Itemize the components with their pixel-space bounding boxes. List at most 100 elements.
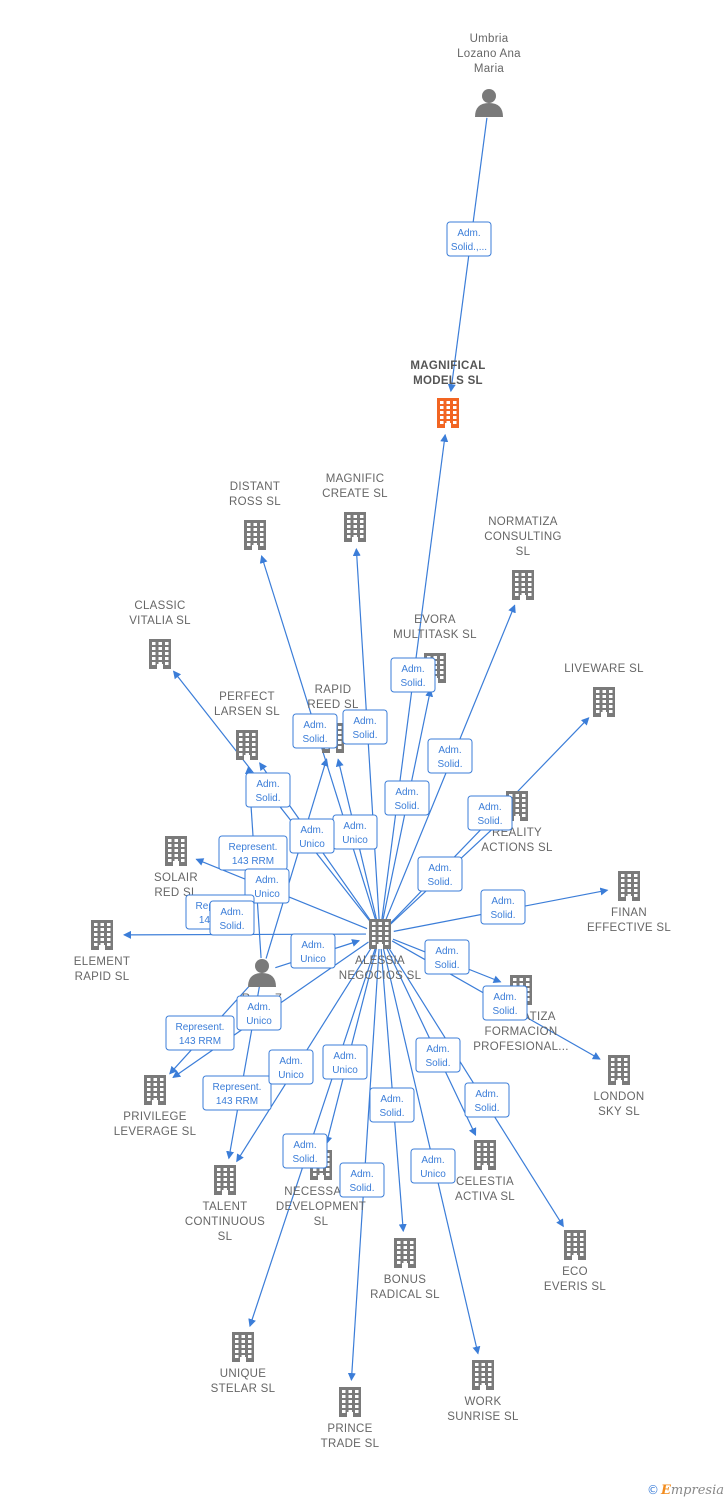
building-icon xyxy=(437,398,459,428)
relation-label[interactable]: Adm.Unico xyxy=(322,1044,368,1080)
node-label: DEVELOPMENT xyxy=(276,1201,366,1213)
relation-label[interactable]: Adm.Solid. xyxy=(390,657,436,693)
node-liveware[interactable]: LIVEWARE SL xyxy=(564,663,644,717)
relation-label[interactable]: Adm.Solid. xyxy=(417,856,463,892)
relation-label-text: Adm. xyxy=(426,1044,449,1055)
relation-label-text: Unico xyxy=(300,954,326,965)
node-label: ACTIVA SL xyxy=(455,1191,515,1203)
relation-label-box xyxy=(482,985,528,1021)
relation-label-box xyxy=(209,900,255,936)
relation-label[interactable]: Adm.Solid. xyxy=(292,713,338,749)
relation-label-box xyxy=(446,221,492,257)
relation-label[interactable]: Represent.143 RRM xyxy=(165,1015,235,1051)
copyright-symbol: © xyxy=(646,1483,659,1497)
relation-label-box xyxy=(427,738,473,774)
relation-label[interactable]: Adm.Solid. xyxy=(245,772,291,808)
relation-label-text: Solid. xyxy=(474,1103,499,1114)
node-celestia[interactable]: CELESTIA ACTIVA SL xyxy=(455,1140,515,1203)
relation-label-text: Represent. xyxy=(176,1022,225,1033)
relation-label[interactable]: Adm.Unico xyxy=(268,1049,314,1085)
relation-label-box xyxy=(244,868,290,904)
relation-label-box xyxy=(464,1082,510,1118)
relation-label[interactable]: Adm.Solid. xyxy=(480,889,526,925)
node-label: PRIVILEGE xyxy=(123,1111,186,1123)
relation-label-text: Solid. xyxy=(292,1154,317,1165)
relation-label[interactable]: Adm.Solid. xyxy=(427,738,473,774)
relation-label-text: Solid. xyxy=(477,816,502,827)
relation-label-text: Solid. xyxy=(434,960,459,971)
relation-label[interactable]: Adm.Solid. xyxy=(342,709,388,745)
relation-label[interactable]: Adm. Solid. xyxy=(424,939,470,975)
building-icon xyxy=(512,570,534,600)
relation-label-box xyxy=(282,1133,328,1169)
relation-label[interactable]: Adm.Unico xyxy=(332,814,378,850)
relation-label-text: Adm. xyxy=(380,1094,403,1105)
relation-label[interactable]: Adm.Solid. xyxy=(464,1082,510,1118)
building-icon xyxy=(236,730,258,760)
relation-label-text: Solid. xyxy=(492,1006,517,1017)
relation-label[interactable]: Adm.Unico xyxy=(410,1148,456,1184)
relation-label-text: Unico xyxy=(278,1070,304,1081)
relation-label[interactable]: Adm.Solid. xyxy=(369,1087,415,1123)
building-icon xyxy=(472,1360,494,1390)
relation-label-text: Unico xyxy=(246,1016,272,1027)
relation-label-text: Adm. xyxy=(353,716,376,727)
node-label: SOLAIR xyxy=(154,872,198,884)
building-icon xyxy=(369,919,391,949)
relation-label[interactable]: Adm.Solid.,... xyxy=(446,221,492,257)
relation-label[interactable]: Adm.Unico xyxy=(290,933,336,969)
node-label: NECESSARY xyxy=(284,1186,357,1198)
relation-label[interactable]: Adm.Solid. xyxy=(384,780,430,816)
relation-label[interactable]: Adm.Solid. xyxy=(415,1037,461,1073)
relation-label-text: Solid. xyxy=(437,759,462,770)
relation-label-text: Solid. xyxy=(349,1183,374,1194)
node-label: CONSULTING xyxy=(484,531,562,543)
empresia-watermark[interactable]: ©Empresia xyxy=(647,1483,724,1498)
relation-label-text: Adm. xyxy=(491,896,514,907)
node-label: ECO xyxy=(562,1266,588,1278)
relation-label[interactable]: Adm.Solid. xyxy=(467,795,513,831)
relation-label[interactable]: Adm.Unico xyxy=(289,818,335,854)
relation-label-box xyxy=(467,795,513,831)
node-label: Umbria xyxy=(470,33,509,45)
relation-label-text: Adm. xyxy=(457,228,480,239)
node-label: SL xyxy=(516,546,531,558)
node-label: CELESTIA xyxy=(456,1176,514,1188)
node-label: LARSEN SL xyxy=(214,706,280,718)
relation-label-text: Adm. xyxy=(435,946,458,957)
relation-label[interactable]: Adm.Unico xyxy=(244,868,290,904)
relation-label[interactable]: Adm.Solid. xyxy=(482,985,528,1021)
building-icon xyxy=(232,1332,254,1362)
relation-label[interactable]: Adm.Solid. xyxy=(209,900,255,936)
relation-label-box xyxy=(339,1162,385,1198)
relation-label-text: Adm. xyxy=(428,863,451,874)
relation-label[interactable]: Adm.Solid. xyxy=(339,1162,385,1198)
relation-label[interactable]: Adm.Unico xyxy=(236,995,282,1031)
relation-label[interactable]: Adm.Solid. xyxy=(282,1133,328,1169)
node-label: MAGNIFICAL xyxy=(410,360,485,372)
relation-label[interactable]: Represent.143 RRM xyxy=(218,835,288,871)
node-label: MULTITASK SL xyxy=(393,629,477,641)
relation-label[interactable]: Represent.143 RRM xyxy=(202,1075,272,1111)
